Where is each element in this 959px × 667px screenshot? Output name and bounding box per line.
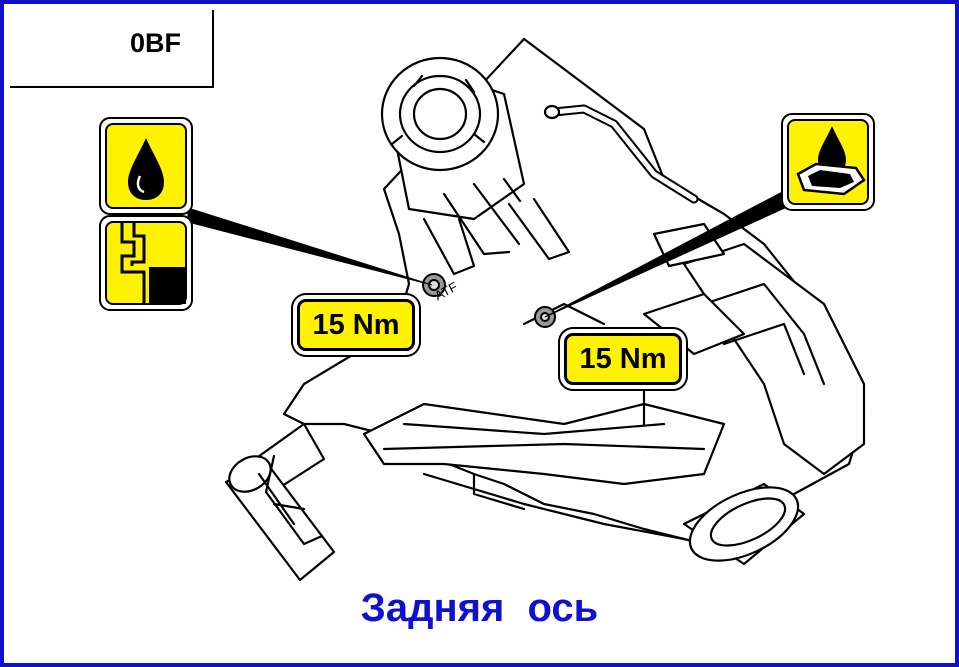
input-flange-bore (412, 87, 468, 141)
rear-axle-illustration (14, 16, 875, 582)
transmission-code-label: 0BF (130, 28, 182, 58)
leader-line-left (187, 207, 433, 286)
oil-drop-icon (99, 117, 193, 215)
left-torque-label: 15 Nm (297, 299, 415, 351)
code-box: 0BF (10, 10, 214, 88)
right-side-cover (682, 242, 866, 476)
filler-plug-level-icon (99, 215, 193, 311)
right-torque-label: 15 Nm (564, 333, 682, 385)
diagram-caption: Задняя ось (360, 586, 599, 630)
drain-oil-pan-icon (781, 113, 875, 211)
